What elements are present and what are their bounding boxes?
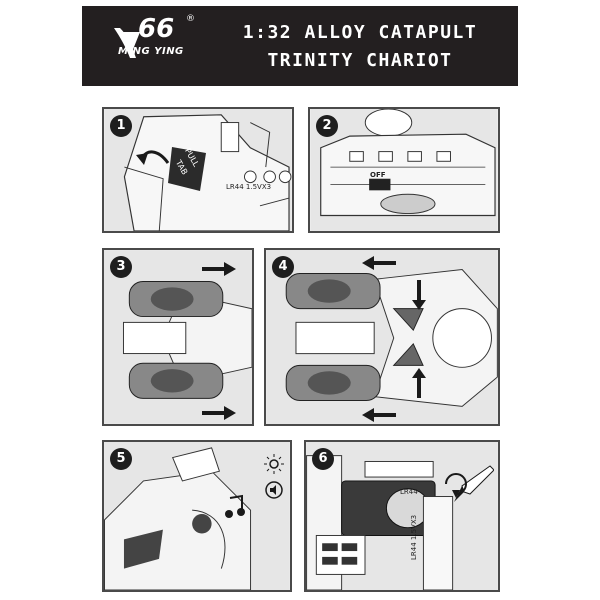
- battery-compartment-illustration: [306, 442, 498, 590]
- curved-arrow-icon: [136, 150, 170, 165]
- music-note-icon: [225, 494, 245, 518]
- step-number: 5: [110, 448, 132, 470]
- light-icon: [264, 454, 284, 474]
- pull-tab-icon: [168, 147, 206, 191]
- rotate-arrow-icon: [445, 473, 467, 498]
- step-5-panel: 5: [102, 440, 292, 592]
- vehicle-lights-illustration: [104, 442, 290, 590]
- logo-mark-text: 66: [138, 14, 175, 44]
- arrow-down-icon: [412, 280, 426, 310]
- arrow-right-icon: [202, 406, 236, 420]
- step-4-panel: 4: [264, 248, 500, 426]
- product-title-line2: TRINITY CHARIOT: [267, 50, 453, 71]
- step-6-panel: 6 LR44 LR44 1.5VX3: [304, 440, 500, 592]
- battery-spec-label: LR44 1.5VX3: [410, 514, 418, 560]
- toy-underside-switch-illustration: [311, 109, 497, 231]
- step-number: 6: [312, 448, 334, 470]
- ming-ying-logo: [104, 28, 140, 58]
- vehicle-assemble-illustration: [266, 250, 498, 424]
- registered-mark: ®: [186, 14, 195, 24]
- step-number: 4: [272, 256, 294, 278]
- battery-spec-label: LR44 1.5VX3: [226, 183, 272, 191]
- off-switch-label: OFF: [370, 171, 386, 179]
- step-number: 3: [110, 256, 132, 278]
- step-number: 1: [110, 115, 132, 137]
- step-3-panel: 3: [102, 248, 254, 426]
- product-title-line1: 1:32 ALLOY CATAPULT: [242, 22, 478, 43]
- step-1-panel: 1 PULL TAB LR44 1.5VX3: [102, 107, 294, 233]
- step-2-panel: 2 OFF: [308, 107, 500, 233]
- step-number: 2: [316, 115, 338, 137]
- header-banner: 66 ® MING YING 1:32 ALLOY CATAPULT TRINI…: [82, 6, 518, 86]
- arrow-up-icon: [412, 368, 426, 398]
- arrow-left-icon: [362, 408, 396, 422]
- brand-name: MING YING: [118, 46, 184, 57]
- coin-battery-label: LR44: [400, 488, 418, 496]
- vehicle-split-illustration: [104, 250, 252, 424]
- sound-icon: [265, 481, 283, 499]
- arrow-right-icon: [202, 262, 236, 276]
- arrow-left-icon: [362, 256, 396, 270]
